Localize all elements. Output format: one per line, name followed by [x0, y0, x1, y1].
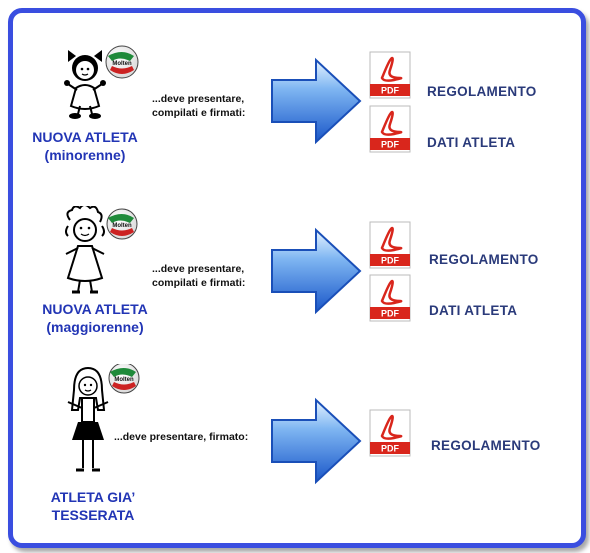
pdf-regolamento-link[interactable]: PDF — [368, 408, 412, 458]
athlete-label-maggiorenne: NUOVA ATLETA (maggiorenne) — [28, 300, 162, 336]
girl-long-hair-figure-icon: Molten — [67, 364, 140, 472]
pdf-icon: PDF — [369, 274, 411, 322]
right-arrow-icon — [271, 227, 362, 315]
girl-child-figure-icon: Molten — [64, 45, 139, 119]
right-arrow-icon — [271, 57, 362, 145]
svg-text:Molten: Molten — [114, 377, 134, 383]
svg-text:PDF: PDF — [381, 444, 400, 454]
athlete-title: NUOVA ATLETA — [42, 301, 148, 317]
requirement-text: ...deve presentare, firmato: — [114, 430, 248, 444]
right-arrow-icon — [271, 397, 362, 485]
pdf-icon: PDF — [369, 105, 411, 153]
pdf-icon: PDF — [369, 51, 411, 99]
requirement-line-2: compilati e firmati: — [152, 107, 246, 119]
athlete-title: NUOVA ATLETA — [32, 129, 138, 145]
doc-label-regolamento: REGOLAMENTO — [431, 438, 541, 453]
svg-text:PDF: PDF — [381, 309, 400, 319]
athlete-label-minorenne: NUOVA ATLETA (minorenne) — [20, 128, 150, 164]
requirement-line-1: ...deve presentare, firmato: — [114, 431, 249, 443]
girl-curly-figure-icon: Molten — [65, 206, 138, 294]
athlete-subtitle: (minorenne) — [44, 147, 126, 163]
pdf-regolamento-link[interactable]: PDF — [368, 220, 412, 270]
doc-label-regolamento: REGOLAMENTO — [429, 252, 539, 267]
doc-label-dati-atleta: DATI ATLETA — [427, 135, 516, 150]
requirement-line-2: compilati e firmati: — [152, 277, 246, 289]
volleyball-icon: Molten — [105, 45, 139, 79]
svg-text:PDF: PDF — [381, 86, 400, 96]
pdf-icon: PDF — [369, 409, 411, 457]
svg-text:Molten: Molten — [112, 223, 132, 229]
volleyball-icon: Molten — [106, 208, 138, 240]
athlete-subtitle: (maggiorenne) — [46, 319, 144, 335]
pdf-icon: PDF — [369, 221, 411, 269]
requirement-text: ...deve presentare, compilati e firmati: — [152, 262, 245, 290]
requirement-line-1: ...deve presentare, — [152, 263, 245, 275]
svg-text:PDF: PDF — [381, 256, 400, 266]
requirement-line-1: ...deve presentare, — [152, 93, 245, 105]
svg-text:PDF: PDF — [381, 140, 400, 150]
pdf-regolamento-link[interactable]: PDF — [368, 50, 412, 100]
pdf-dati-atleta-link[interactable]: PDF — [368, 104, 412, 154]
volleyball-icon: Molten — [108, 364, 140, 394]
doc-label-regolamento: REGOLAMENTO — [427, 84, 537, 99]
svg-text:Molten: Molten — [112, 61, 132, 67]
pdf-dati-atleta-link[interactable]: PDF — [368, 273, 412, 323]
athlete-title: ATLETA GIA’ — [50, 489, 136, 505]
requirement-text: ...deve presentare, compilati e firmati: — [152, 92, 245, 120]
doc-label-dati-atleta: DATI ATLETA — [429, 303, 518, 318]
athlete-subtitle: TESSERATA — [51, 507, 135, 523]
athlete-label-tesserata: ATLETA GIA’ TESSERATA — [28, 488, 158, 524]
